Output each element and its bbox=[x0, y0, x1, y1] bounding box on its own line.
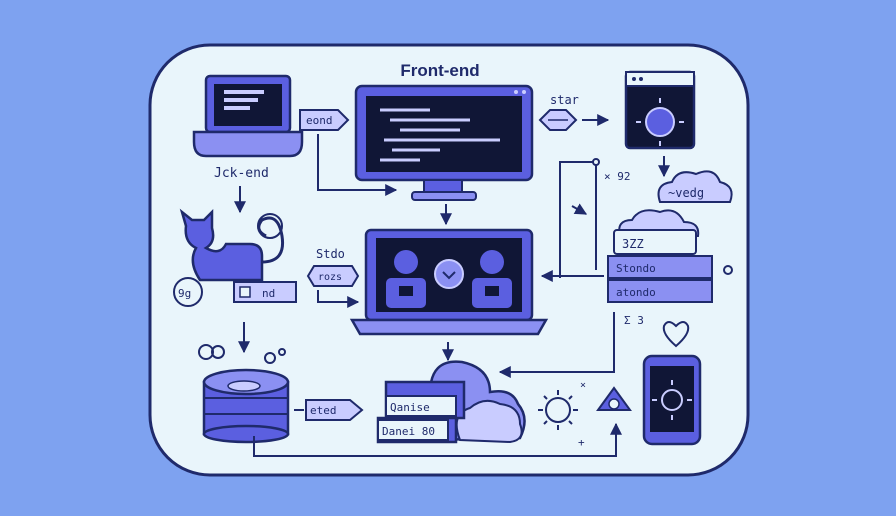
cloud-storage-icon bbox=[376, 360, 526, 444]
database-icon bbox=[202, 368, 290, 444]
connector-bottom bbox=[253, 422, 622, 457]
label-atondo: atondo bbox=[616, 286, 656, 299]
label-eond: eond bbox=[306, 114, 333, 127]
browser-window-icon bbox=[624, 70, 696, 150]
label-star: star bbox=[550, 93, 579, 107]
gear-icon bbox=[723, 265, 733, 275]
connector-server-cloud bbox=[498, 312, 615, 378]
label-stondo: Stondo bbox=[616, 262, 656, 275]
label-9g: 9g bbox=[178, 287, 191, 300]
cloud-icon bbox=[657, 170, 733, 203]
label-nd: nd bbox=[262, 287, 275, 300]
label-danei: Danei 80 bbox=[382, 425, 435, 438]
arrow-small bbox=[571, 203, 588, 215]
label-x92: × 92 bbox=[604, 170, 631, 183]
connector-right bbox=[559, 161, 596, 278]
label-box-nd-icon bbox=[239, 286, 251, 298]
monitor-icon bbox=[354, 84, 534, 201]
label-stdo: Stdo bbox=[316, 247, 345, 261]
sun-gear-icon bbox=[538, 390, 578, 430]
mobile-phone-icon bbox=[642, 354, 702, 446]
laptop-icon bbox=[192, 74, 304, 158]
scribble-icon bbox=[198, 344, 286, 364]
label-rozs: rozs bbox=[318, 272, 342, 283]
cat-icon bbox=[179, 208, 285, 282]
tag-eted bbox=[305, 399, 364, 421]
heart-icon bbox=[662, 321, 690, 348]
tag-swap bbox=[538, 109, 578, 131]
coin-icon bbox=[173, 277, 203, 307]
central-laptop-icon bbox=[349, 228, 549, 336]
warning-triangle-icon bbox=[596, 386, 632, 411]
label-backend: Jck-end bbox=[214, 166, 269, 181]
label-eted: eted bbox=[310, 404, 337, 417]
label-plus: + bbox=[578, 436, 585, 449]
tag-eond bbox=[299, 109, 350, 131]
tag-rozs bbox=[306, 265, 360, 287]
label-3zz: 3ZZ bbox=[622, 237, 644, 251]
diagram-title: Front-end bbox=[400, 61, 479, 80]
label-vedg: ~vedg bbox=[668, 186, 704, 200]
label-x-mark: × bbox=[580, 380, 586, 391]
server-rack-icon bbox=[607, 209, 713, 303]
label-z3: Σ 3 bbox=[624, 314, 644, 327]
arrow-eond-to-monitor bbox=[317, 134, 398, 196]
label-danse: Qanise bbox=[390, 401, 430, 414]
node-dot bbox=[592, 158, 600, 166]
arrow-to-laptop bbox=[317, 290, 360, 308]
